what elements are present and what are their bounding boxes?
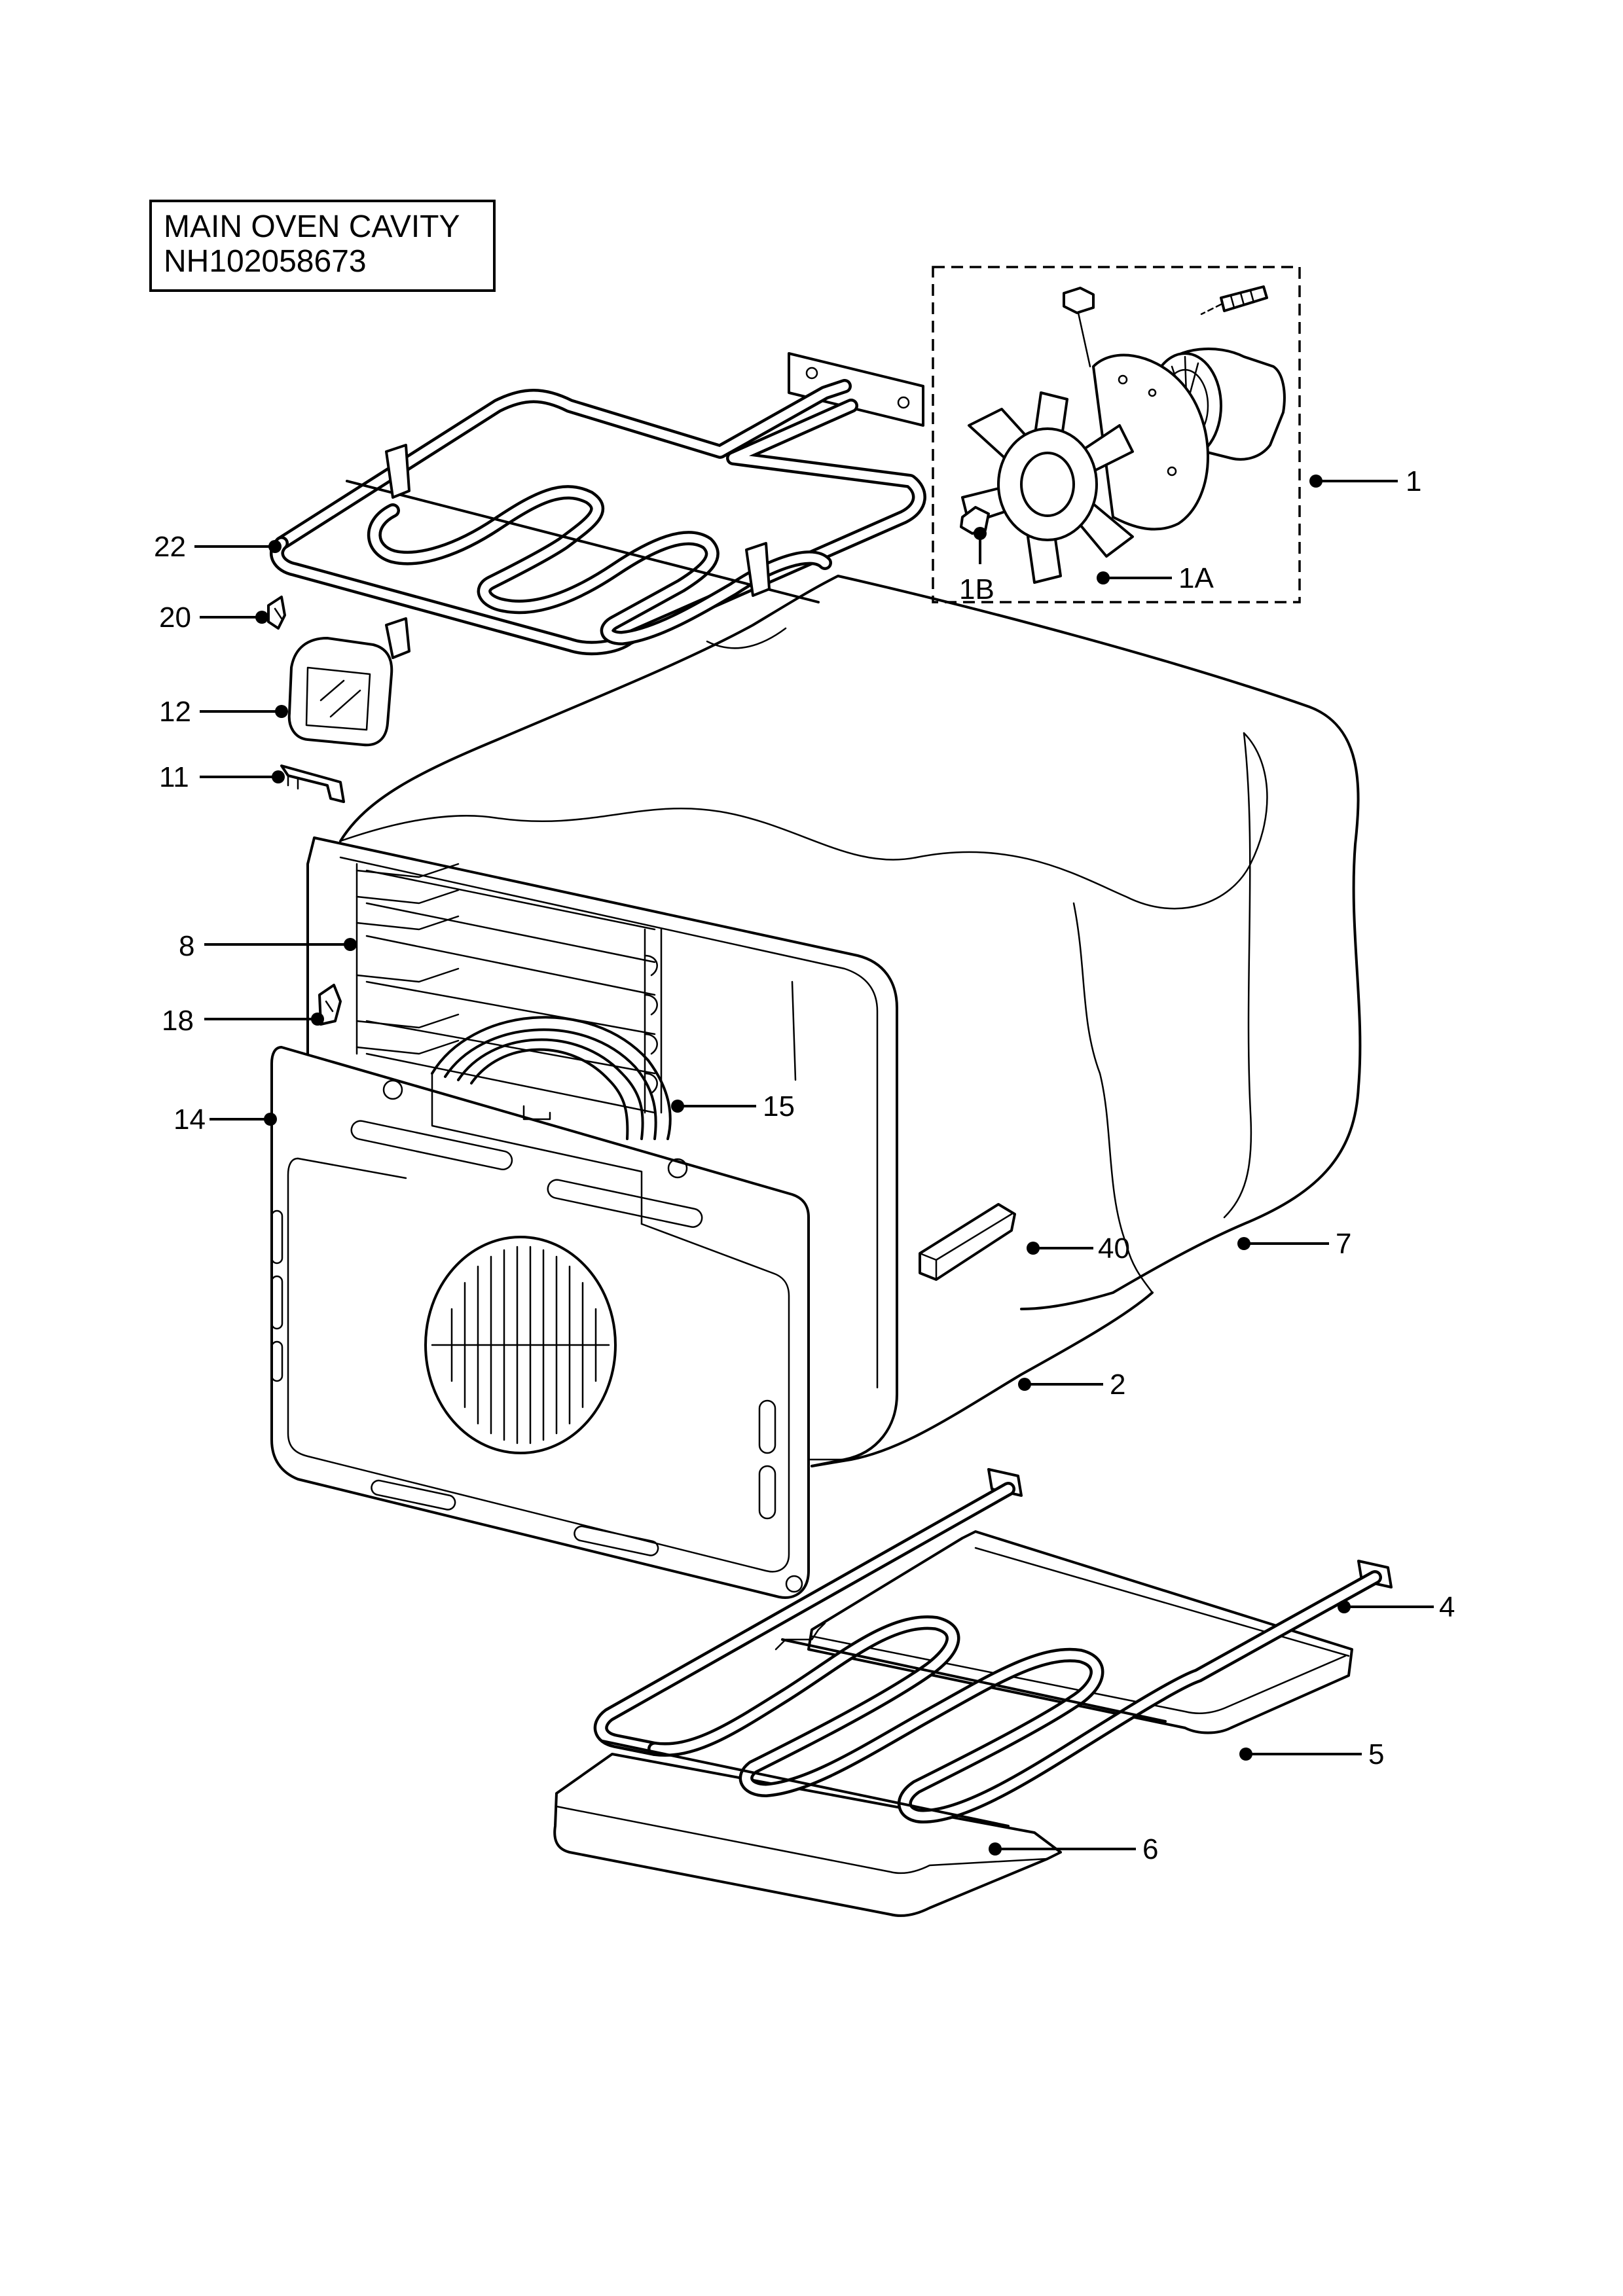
title-line-2: NH102058673	[164, 244, 367, 279]
callout-label-20: 20	[159, 601, 191, 634]
callout-dot-8	[344, 938, 357, 951]
callout-label-15: 15	[763, 1090, 795, 1122]
callout-label-40: 40	[1098, 1232, 1130, 1265]
callout-dot-2	[1018, 1378, 1031, 1391]
callout-label-1a: 1A	[1178, 562, 1214, 594]
callout-label-5: 5	[1368, 1738, 1384, 1770]
callout-label-11: 11	[159, 761, 189, 793]
circular-element	[431, 1016, 672, 1140]
callout-label-1: 1	[1406, 465, 1421, 497]
callout-label-6: 6	[1142, 1833, 1158, 1865]
callout-label-8: 8	[179, 930, 194, 962]
insulation-wrap	[339, 575, 1362, 1310]
callout-dot-4	[1338, 1600, 1351, 1613]
callout-dot-1a	[1097, 571, 1110, 584]
callout-dot-22	[268, 540, 282, 553]
grill-element	[270, 352, 926, 656]
callout-dot-20	[255, 611, 268, 624]
back-panel	[270, 1046, 810, 1599]
callout-label-14: 14	[173, 1103, 206, 1136]
part-20	[267, 596, 286, 630]
lamp-assembly	[287, 617, 410, 747]
callout-label-12: 12	[159, 696, 191, 728]
fan-assembly	[932, 266, 1301, 603]
fan-nut	[1063, 287, 1095, 368]
base-assembly	[553, 1468, 1393, 1917]
callout-dot-18	[311, 1013, 324, 1026]
callout-dot-12	[275, 705, 288, 718]
shelf-runner-rack	[356, 863, 663, 1114]
oven-cavity-body	[306, 575, 1362, 1467]
callout-dot-1b	[974, 527, 987, 540]
callout-label-7: 7	[1336, 1228, 1351, 1260]
callout-label-2: 2	[1110, 1369, 1125, 1401]
title-box: MAIN OVEN CAVITY NH102058673	[149, 200, 496, 292]
bracket-40	[919, 1203, 1016, 1281]
callout-dot-5	[1239, 1748, 1252, 1761]
callout-dot-1	[1309, 475, 1322, 488]
callout-dot-6	[989, 1842, 1002, 1856]
part-11-bracket	[280, 764, 345, 803]
callout-label-4: 4	[1439, 1591, 1455, 1623]
callout-dot-40	[1027, 1242, 1040, 1255]
callout-label-1b: 1B	[959, 573, 994, 605]
callouts: 1 1A 1B 22 20 12 11 8 18 14	[154, 465, 1455, 1865]
fan-grille-slots	[431, 1246, 610, 1444]
fan-bolt	[1200, 285, 1268, 315]
callout-dot-7	[1237, 1237, 1250, 1250]
callout-dot-15	[671, 1100, 684, 1113]
callout-label-18: 18	[162, 1005, 194, 1037]
callout-dot-11	[272, 770, 285, 783]
title-line-1: MAIN OVEN CAVITY	[164, 209, 460, 244]
callout-label-22: 22	[154, 531, 186, 563]
callout-dot-14	[264, 1113, 277, 1126]
base-cover	[807, 1530, 1353, 1734]
base-panel	[553, 1753, 1062, 1917]
